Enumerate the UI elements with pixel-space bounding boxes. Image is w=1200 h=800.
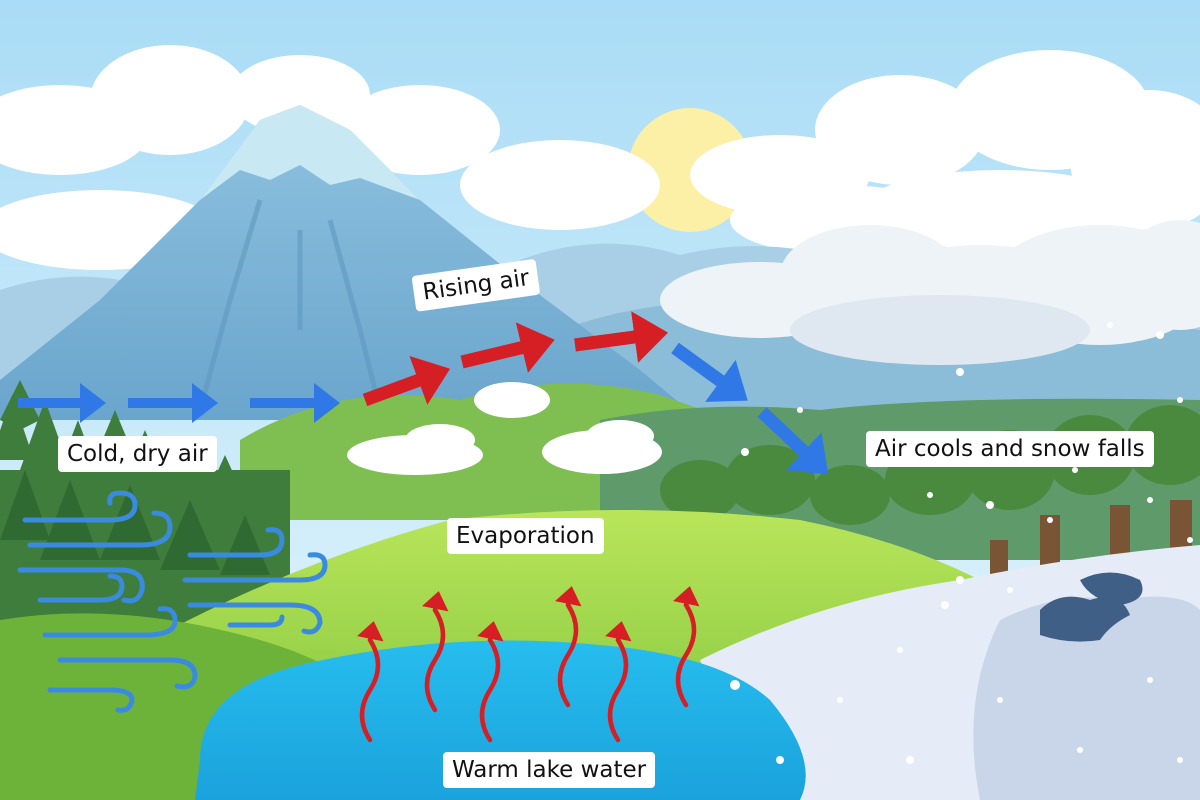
blue-down-arrow-1 bbox=[671, 342, 748, 402]
rising-air-arrows bbox=[362, 311, 669, 407]
red-arrow-2 bbox=[460, 322, 555, 373]
label-warm-lake-water: Warm lake water bbox=[443, 752, 656, 788]
evaporation-arrows bbox=[356, 586, 700, 743]
small-clouds bbox=[347, 382, 662, 475]
red-arrow-3 bbox=[574, 311, 669, 363]
blue-down-arrow-2 bbox=[757, 407, 829, 475]
label-cold-dry-air: Cold, dry air bbox=[58, 436, 217, 472]
wind-swirls-icon bbox=[17, 490, 328, 713]
descending-air-arrows bbox=[671, 342, 829, 475]
tree-trunks bbox=[990, 500, 1192, 580]
snowflakes bbox=[730, 322, 1193, 764]
label-evaporation: Evaporation bbox=[447, 518, 604, 554]
mountain-snowcap bbox=[200, 105, 420, 200]
red-arrow-1 bbox=[362, 355, 451, 407]
snow-rocks bbox=[1040, 572, 1143, 642]
label-air-cools-snow-falls: Air cools and snow falls bbox=[866, 431, 1154, 467]
snow-cloud bbox=[660, 220, 1200, 365]
